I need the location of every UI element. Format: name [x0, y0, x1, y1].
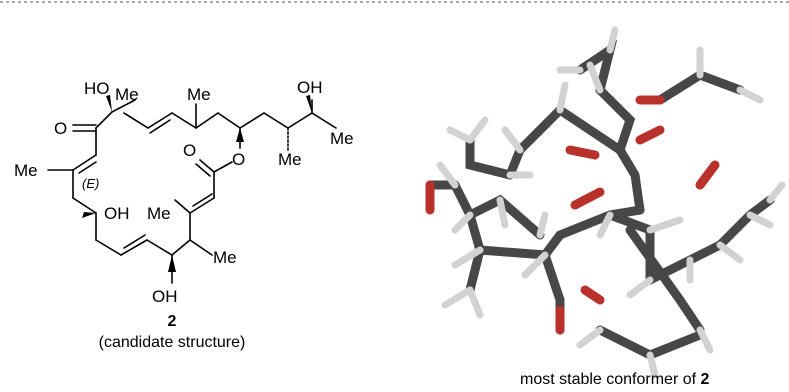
label-me-left: Me [14, 161, 38, 180]
label-o-ester-carbonyl: O [183, 141, 196, 160]
label-stereo-e: (E) [82, 176, 99, 191]
label-oh-bottom: OH [152, 287, 178, 306]
label-me-far-right: Me [330, 129, 354, 148]
label-oh-top-right: OH [297, 78, 323, 97]
compound-number: 2 [168, 313, 177, 330]
label-oh-mid: OH [104, 204, 130, 223]
label-o-ester: O [232, 150, 245, 169]
skeletal-structure [47, 99, 337, 284]
label-o-ketone: O [54, 119, 67, 138]
conformer-caption: most stable conformer of 2 [520, 371, 710, 388]
label-me-top1: Me [115, 85, 139, 104]
label-ho-top: HO [84, 79, 110, 98]
label-me-lower-right: Me [278, 150, 302, 169]
structure-caption: (candidate structure) [99, 334, 246, 351]
wedge-bonds [82, 95, 312, 272]
label-me-top2: Me [187, 85, 211, 104]
label-me-ring-bottom: Me [213, 248, 237, 267]
conformer-caption-prefix: most stable conformer of [520, 371, 701, 388]
conformer-compound-number: 2 [701, 371, 710, 388]
label-me-mid: Me [147, 204, 171, 223]
conformer-model [425, 26, 786, 379]
